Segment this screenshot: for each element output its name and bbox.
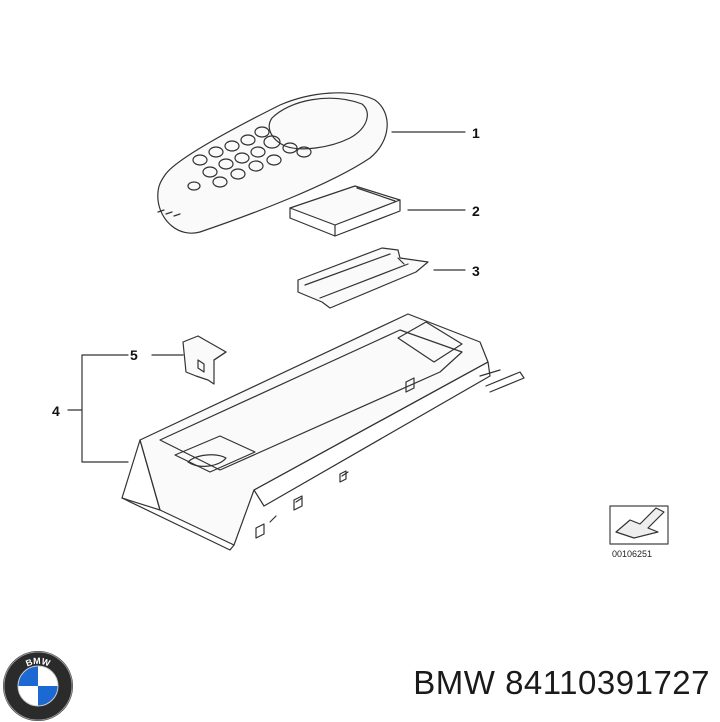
diagram-code: 00106251 [612, 549, 652, 559]
bmw-roundel-icon: BMW [3, 651, 73, 721]
callout-2: 2 [472, 203, 480, 219]
part-number: 84110391727 [505, 664, 710, 701]
clip-part [151, 335, 227, 385]
brand-name: BMW [413, 664, 496, 701]
callout-3: 3 [472, 263, 480, 279]
cover-part [297, 247, 466, 309]
arrow-icon [609, 505, 669, 545]
svg-text:BMW: BMW [24, 656, 52, 669]
keypad-buttons [187, 126, 312, 191]
callout-4: 4 [52, 403, 60, 419]
battery-part [289, 185, 466, 237]
part-caption: BMW 84110391727 [413, 664, 710, 702]
cradle-part [121, 313, 525, 551]
callout-1: 1 [472, 125, 480, 141]
handset-part [157, 92, 466, 234]
logo-text: BMW [24, 656, 52, 669]
callout-5: 5 [130, 347, 138, 363]
bracket-4 [81, 354, 129, 463]
